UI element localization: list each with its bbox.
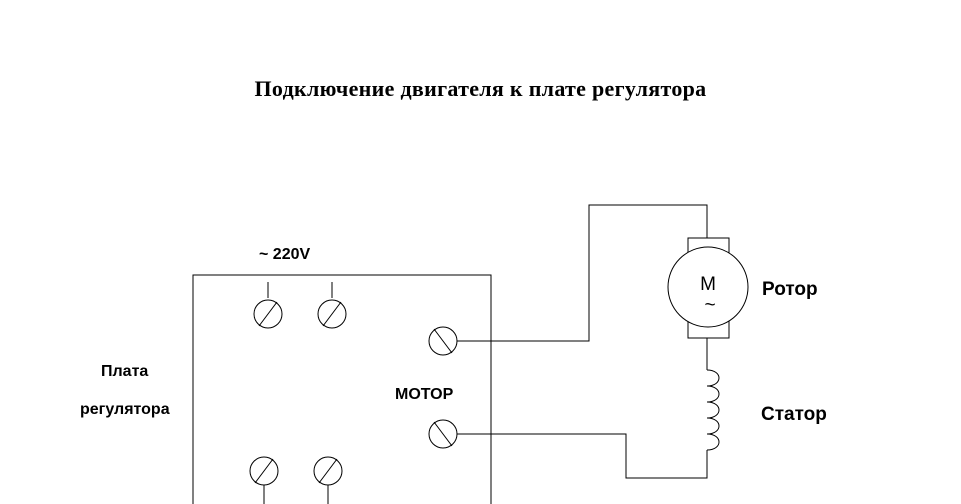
wire-stator bbox=[457, 433, 708, 479]
bottom-terminal-2 bbox=[313, 456, 343, 504]
board-label-line1: Плата bbox=[101, 363, 148, 380]
wire-rotor bbox=[457, 204, 708, 342]
motor-symbol: M ~ bbox=[667, 237, 749, 339]
motor-terminal-2 bbox=[428, 419, 458, 449]
motor-label: МОТОР bbox=[395, 386, 454, 403]
rotor-label: Ротор bbox=[762, 279, 818, 300]
bottom-terminal-1 bbox=[249, 456, 279, 504]
diagram-title: Подключение двигателя к плате регулятора bbox=[254, 76, 707, 101]
power-terminal-2 bbox=[317, 282, 347, 329]
motor-terminal-1 bbox=[428, 326, 458, 356]
stator-coil bbox=[706, 369, 720, 451]
board-label-line2: регулятора bbox=[80, 401, 170, 418]
power-terminal-1 bbox=[253, 282, 283, 329]
motor-symbol-ac: ~ bbox=[704, 295, 715, 316]
regulator-board-outline bbox=[192, 274, 492, 504]
stator-label: Статор bbox=[761, 404, 827, 425]
motor-symbol-letter: M bbox=[700, 274, 716, 295]
power-label: ~ 220V bbox=[259, 246, 310, 263]
